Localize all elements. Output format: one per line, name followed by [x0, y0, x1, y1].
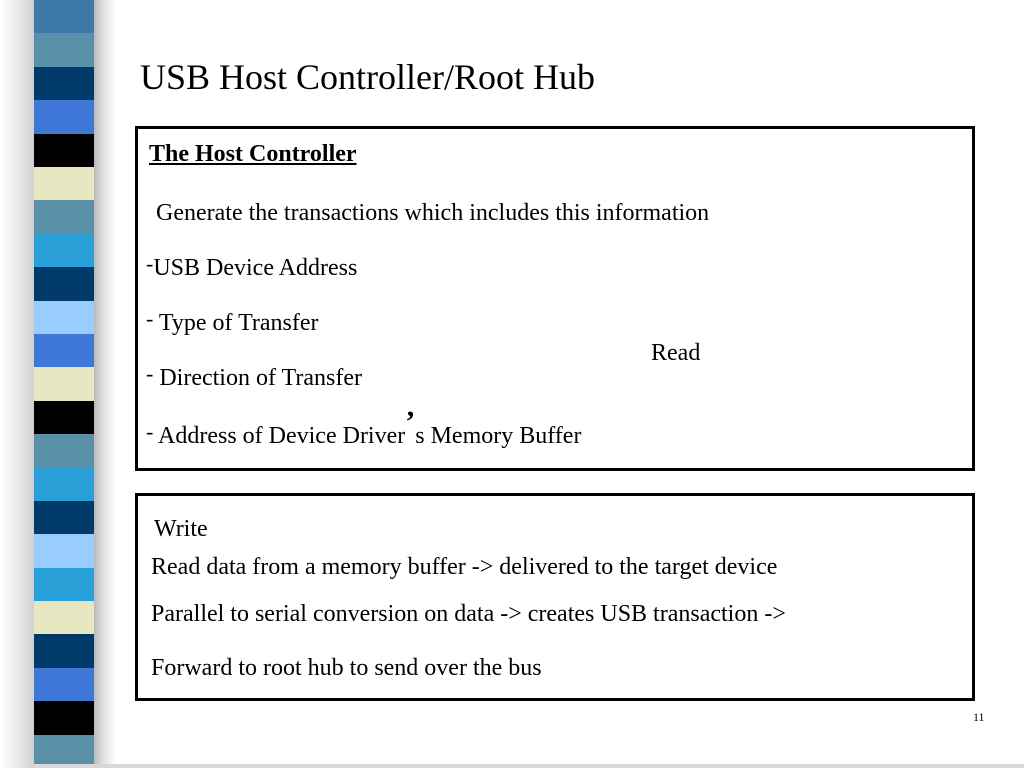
stripe-segment: [34, 400, 94, 435]
stripe-segment: [34, 66, 94, 101]
list-item: - Address of Device Driver’s Memory Buff…: [146, 407, 582, 450]
list-item-text: Direction of Transfer: [153, 365, 362, 391]
stripe-segment: [34, 634, 94, 669]
stripe-segment: [34, 667, 94, 702]
stripe-segment: [34, 734, 94, 768]
page-title: USB Host Controller/Root Hub: [140, 57, 596, 97]
stripe-segment: [34, 367, 94, 402]
intro-text: Generate the transactions which includes…: [156, 200, 710, 226]
list-item: - Type of Transfer: [146, 306, 319, 337]
stripe-segment: [34, 601, 94, 635]
apostrophe: ’: [405, 405, 416, 438]
stripe-segment: [34, 133, 94, 168]
dash-bullet: -: [146, 251, 154, 276]
stripe-segment: [34, 166, 94, 201]
stripe-segment: [34, 567, 94, 602]
write-line: Parallel to serial conversion on data ->…: [151, 601, 786, 627]
stripe-shadow: [94, 0, 116, 768]
write-label: Write: [154, 516, 208, 542]
write-box: [135, 493, 975, 701]
list-item-text: Address of Device Driver: [153, 423, 406, 449]
stripe-segment: [34, 701, 94, 736]
stripe-segment: [34, 0, 94, 34]
write-line: Read data from a memory buffer -> delive…: [151, 554, 778, 580]
stripe-segment: [34, 200, 94, 235]
stripe-segment: [34, 300, 94, 335]
stripe-segment: [34, 33, 94, 68]
stripe-segment: [34, 467, 94, 502]
stripe-segment: [34, 333, 94, 368]
stripe-segment: [34, 434, 94, 468]
stripe-segment: [34, 233, 94, 268]
dash-bullet: -: [146, 419, 154, 444]
write-line: Forward to root hub to send over the bus: [151, 655, 542, 681]
list-item-text: USB Device Address: [153, 255, 358, 281]
bottom-divider: [34, 764, 1024, 768]
stripe-segment: [34, 267, 94, 302]
stripe-segment: [34, 534, 94, 569]
list-item: -USB Device Address: [146, 251, 358, 282]
decorative-stripe: [34, 0, 94, 768]
stripe-shadow-left: [0, 0, 34, 768]
host-controller-box: [135, 126, 975, 471]
slide-number: 11: [973, 710, 985, 724]
dash-bullet: -: [146, 306, 154, 331]
dash-bullet: -: [146, 361, 154, 386]
list-item-text: s Memory Buffer: [415, 423, 582, 449]
box-heading: The Host Controller: [149, 141, 357, 167]
stripe-segment: [34, 500, 94, 535]
list-item: - Direction of Transfer: [146, 361, 362, 392]
stripe-segment: [34, 100, 94, 135]
read-label: Read: [651, 340, 701, 366]
list-item-text: Type of Transfer: [153, 310, 319, 336]
